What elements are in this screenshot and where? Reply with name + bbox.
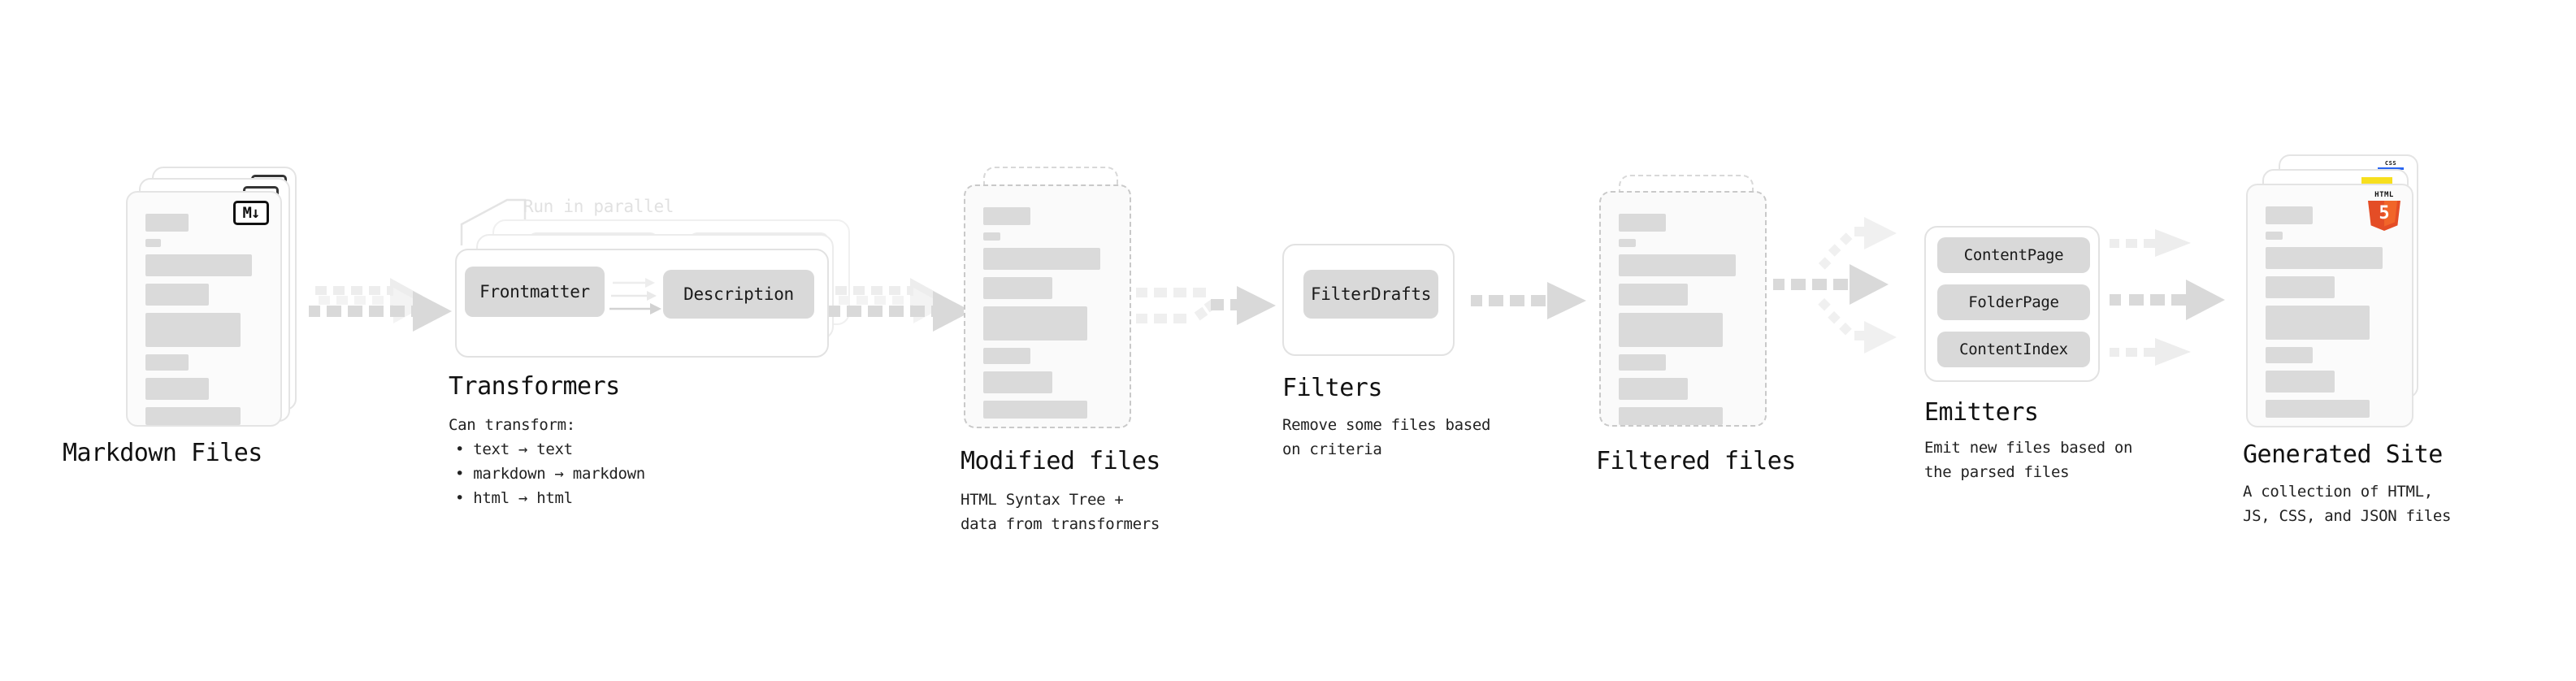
filtered-file-stack bbox=[1599, 175, 1770, 435]
stage-title-generated-site: Generated Site bbox=[2243, 440, 2443, 469]
stage-filtered-files: Filtered files bbox=[1596, 175, 1796, 475]
stage-desc-transformers: Can transform: bbox=[449, 416, 575, 434]
emitter-chip-folderpage[interactable]: FolderPage bbox=[1937, 284, 2090, 320]
list-item: • text → text bbox=[455, 440, 573, 458]
transformer-group-front: Frontmatter Description bbox=[455, 249, 829, 358]
markdown-icon: M↓ bbox=[233, 201, 269, 225]
transformer-chip-description[interactable]: Description bbox=[663, 270, 814, 319]
list-item: • markdown → markdown bbox=[455, 465, 645, 483]
filter-chip-filterdrafts[interactable]: FilterDrafts bbox=[1303, 270, 1438, 319]
arrow-filters-to-filtered bbox=[1471, 282, 1586, 319]
generated-site-file-stack: CSS bbox=[2246, 154, 2433, 431]
modified-card-front bbox=[964, 184, 1131, 428]
stage-title-modified-files: Modified files bbox=[961, 447, 1160, 475]
stage-desc-emitters: Emit new files based on the parsed files bbox=[1924, 439, 2133, 481]
html5-number: 5 bbox=[2379, 203, 2390, 223]
arrow-filtered-to-emitters bbox=[1773, 217, 1897, 354]
transformer-chip-frontmatter[interactable]: Frontmatter bbox=[465, 267, 605, 317]
modified-file-stack bbox=[964, 167, 1134, 435]
stage-title-filtered-files: Filtered files bbox=[1596, 447, 1796, 475]
css-badge-icon: CSS bbox=[2378, 161, 2404, 171]
skeleton-content bbox=[2248, 185, 2412, 426]
css-badge-label: CSS bbox=[2384, 160, 2397, 167]
stage-modified-files: Modified files HTML Syntax Tree + data f… bbox=[961, 167, 1160, 533]
stage-generated-site: CSS bbox=[2243, 154, 2452, 525]
stage-title-markdown-files: Markdown Files bbox=[63, 439, 262, 467]
skeleton-content bbox=[128, 193, 280, 425]
stage-desc-generated-site: A collection of HTML, JS, CSS, and JSON … bbox=[2243, 483, 2452, 525]
list-item: • html → html bbox=[455, 489, 573, 507]
markdown-file-stack: M↓ M↓ M↓ bbox=[126, 167, 297, 427]
stage-title-filters: Filters bbox=[1282, 374, 1382, 402]
run-in-parallel-leader-line bbox=[460, 198, 527, 245]
stage-markdown-files: M↓ M↓ M↓ Markdown Files bbox=[63, 167, 297, 467]
filters-group-box: FilterDrafts bbox=[1282, 244, 1455, 356]
site-card-front-html: HTML 5 bbox=[2246, 184, 2413, 427]
html5-icon: HTML 5 bbox=[2368, 192, 2400, 231]
transformer-bullet-list: • text → text • markdown → markdown • ht… bbox=[455, 437, 645, 510]
stage-desc-filters: Remove some files based on criteria bbox=[1282, 416, 1491, 458]
stage-title-transformers: Transformers bbox=[449, 372, 620, 401]
markdown-card-front: M↓ bbox=[126, 191, 282, 427]
arrow-markdown-to-transformers bbox=[309, 278, 452, 332]
emitter-chip-contentpage[interactable]: ContentPage bbox=[1937, 237, 2090, 273]
arrow-transformers-to-modified bbox=[829, 278, 972, 332]
transformer-inner-arrows bbox=[609, 278, 661, 314]
stage-title-emitters: Emitters bbox=[1924, 398, 2039, 427]
arrow-emitters-to-site bbox=[2110, 229, 2225, 366]
arrow-modified-to-filters bbox=[1136, 286, 1276, 325]
emitter-chip-contentindex[interactable]: ContentIndex bbox=[1937, 332, 2090, 367]
skeleton-content bbox=[965, 186, 1130, 427]
skeleton-content bbox=[1601, 193, 1765, 425]
html5-label: HTML bbox=[2374, 191, 2394, 199]
filtered-card-front bbox=[1599, 191, 1767, 427]
stage-desc-modified-files: HTML Syntax Tree + data from transformer… bbox=[961, 491, 1160, 533]
emitters-group-box: ContentPage FolderPage ContentIndex bbox=[1924, 226, 2100, 382]
run-in-parallel-label: Run in parallel bbox=[523, 197, 674, 216]
